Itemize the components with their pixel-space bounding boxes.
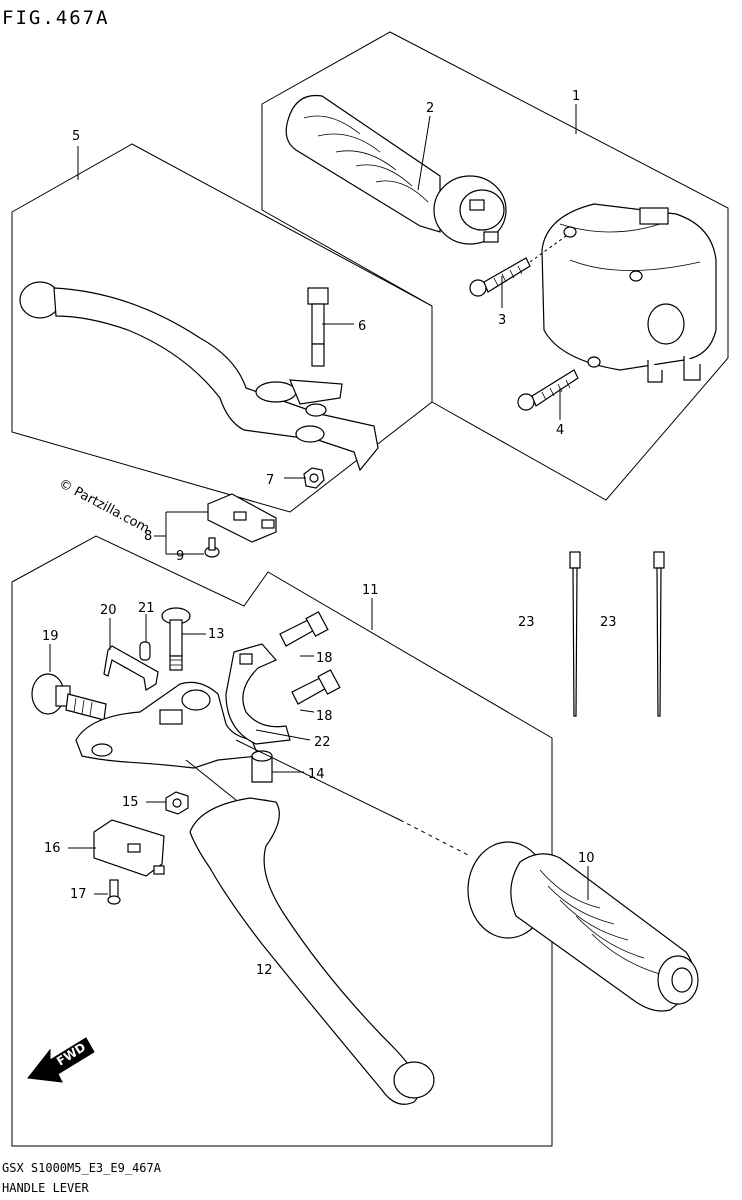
callout-4: 4 [556, 423, 564, 438]
clutch-switch-16-part [93, 819, 165, 877]
watermark: © Partzilla.com [56, 476, 152, 536]
footer-code: GSX S1000M5_E3_E9_467A [2, 1161, 162, 1175]
nut-15-part [165, 791, 189, 815]
left-grip-part [467, 841, 699, 1012]
callout-21: 21 [138, 601, 155, 616]
callout-2: 2 [426, 101, 434, 116]
nut-7-part [303, 467, 325, 489]
callout-10: 10 [578, 851, 595, 866]
adjuster-19-part [31, 673, 107, 721]
leader-dash-3 [529, 235, 567, 263]
screw-3-part [469, 257, 531, 297]
assembly-line-c [399, 819, 471, 857]
callout-12: 12 [256, 963, 273, 978]
assembly-line-a [185, 759, 237, 801]
bolt-13-part [161, 607, 191, 671]
callout-11: 11 [362, 583, 379, 598]
brake-switch-8-part [207, 493, 277, 543]
callout-16: 16 [44, 841, 61, 856]
group-box-5 [11, 143, 433, 513]
footer-name: HANDLE LEVER [2, 1181, 89, 1195]
cable-tie-23-right-part [653, 551, 665, 717]
brake-lever-part [19, 281, 379, 472]
callout-18-upper: 18 [316, 651, 333, 666]
bolt-18-lower-part [291, 669, 341, 705]
callout-18-lower: 18 [316, 709, 333, 724]
throttle-grip-part [285, 94, 507, 245]
callout-8: 8 [144, 529, 152, 544]
clutch-holder-part [75, 681, 259, 769]
callout-23-right: 23 [600, 615, 617, 630]
callout-6: 6 [358, 319, 366, 334]
bolt-18-upper-part [279, 611, 329, 647]
assembly-line-b [235, 739, 401, 821]
callout-22: 22 [314, 735, 331, 750]
callout-20: 20 [100, 603, 117, 618]
callout-14: 14 [308, 767, 325, 782]
callout-13: 13 [208, 627, 225, 642]
cable-tie-23-left-part [569, 551, 581, 717]
screw-9-part [204, 537, 220, 558]
callout-17: 17 [70, 887, 87, 902]
bracket-22-part [225, 643, 291, 745]
fwd-arrow-icon [27, 1037, 95, 1083]
callout-23-left: 23 [518, 615, 535, 630]
bracket-20-part [103, 645, 159, 691]
callout-7: 7 [266, 473, 274, 488]
screw-4-part [517, 369, 579, 411]
group-box-11 [11, 535, 553, 1147]
callout-9: 9 [176, 549, 184, 564]
callout-15: 15 [122, 795, 139, 810]
group-box-1 [261, 31, 729, 501]
callout-3: 3 [498, 313, 506, 328]
pin-21-part [139, 641, 151, 661]
figure-title: FIG.467A [2, 7, 110, 29]
callout-1: 1 [572, 89, 580, 104]
callout-5: 5 [72, 129, 80, 144]
bolt-6-part [307, 287, 329, 367]
switch-housing-part [541, 203, 717, 383]
screw-17-part [107, 879, 121, 905]
clutch-lever-part [189, 797, 435, 1105]
leader-lines [49, 104, 589, 900]
callout-19: 19 [42, 629, 59, 644]
